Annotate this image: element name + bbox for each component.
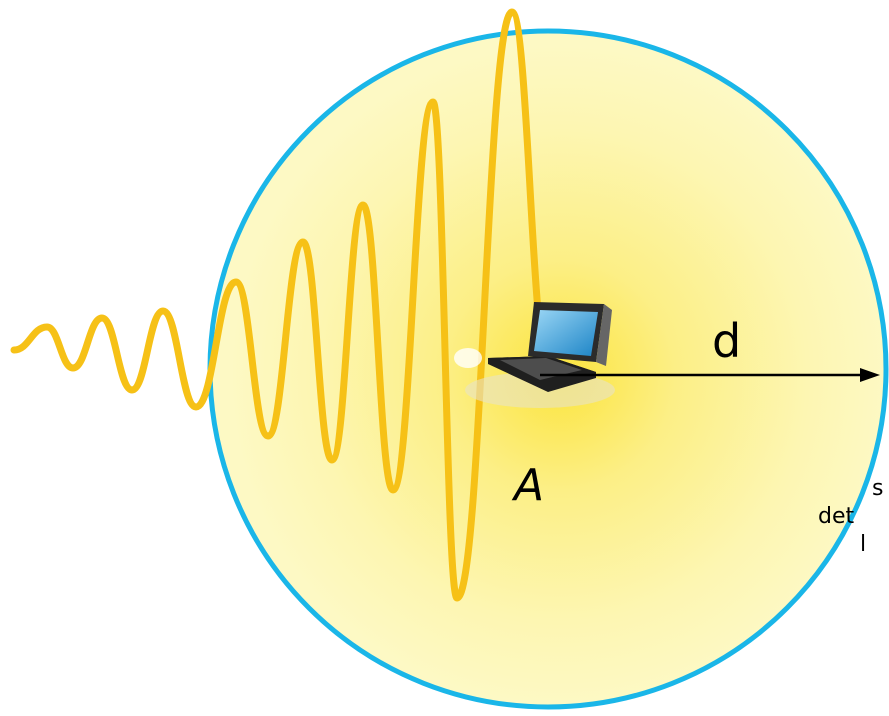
distance-label: d — [712, 314, 742, 368]
node-label: A — [514, 460, 545, 511]
signal-wave — [10, 8, 552, 602]
edge-text-line-2: det — [818, 504, 855, 529]
edge-text-line-1: s — [872, 476, 884, 501]
arrow-head — [860, 368, 880, 382]
edge-text-line-3: l — [860, 532, 867, 557]
clipped-edge-text: s det l — [818, 476, 889, 596]
